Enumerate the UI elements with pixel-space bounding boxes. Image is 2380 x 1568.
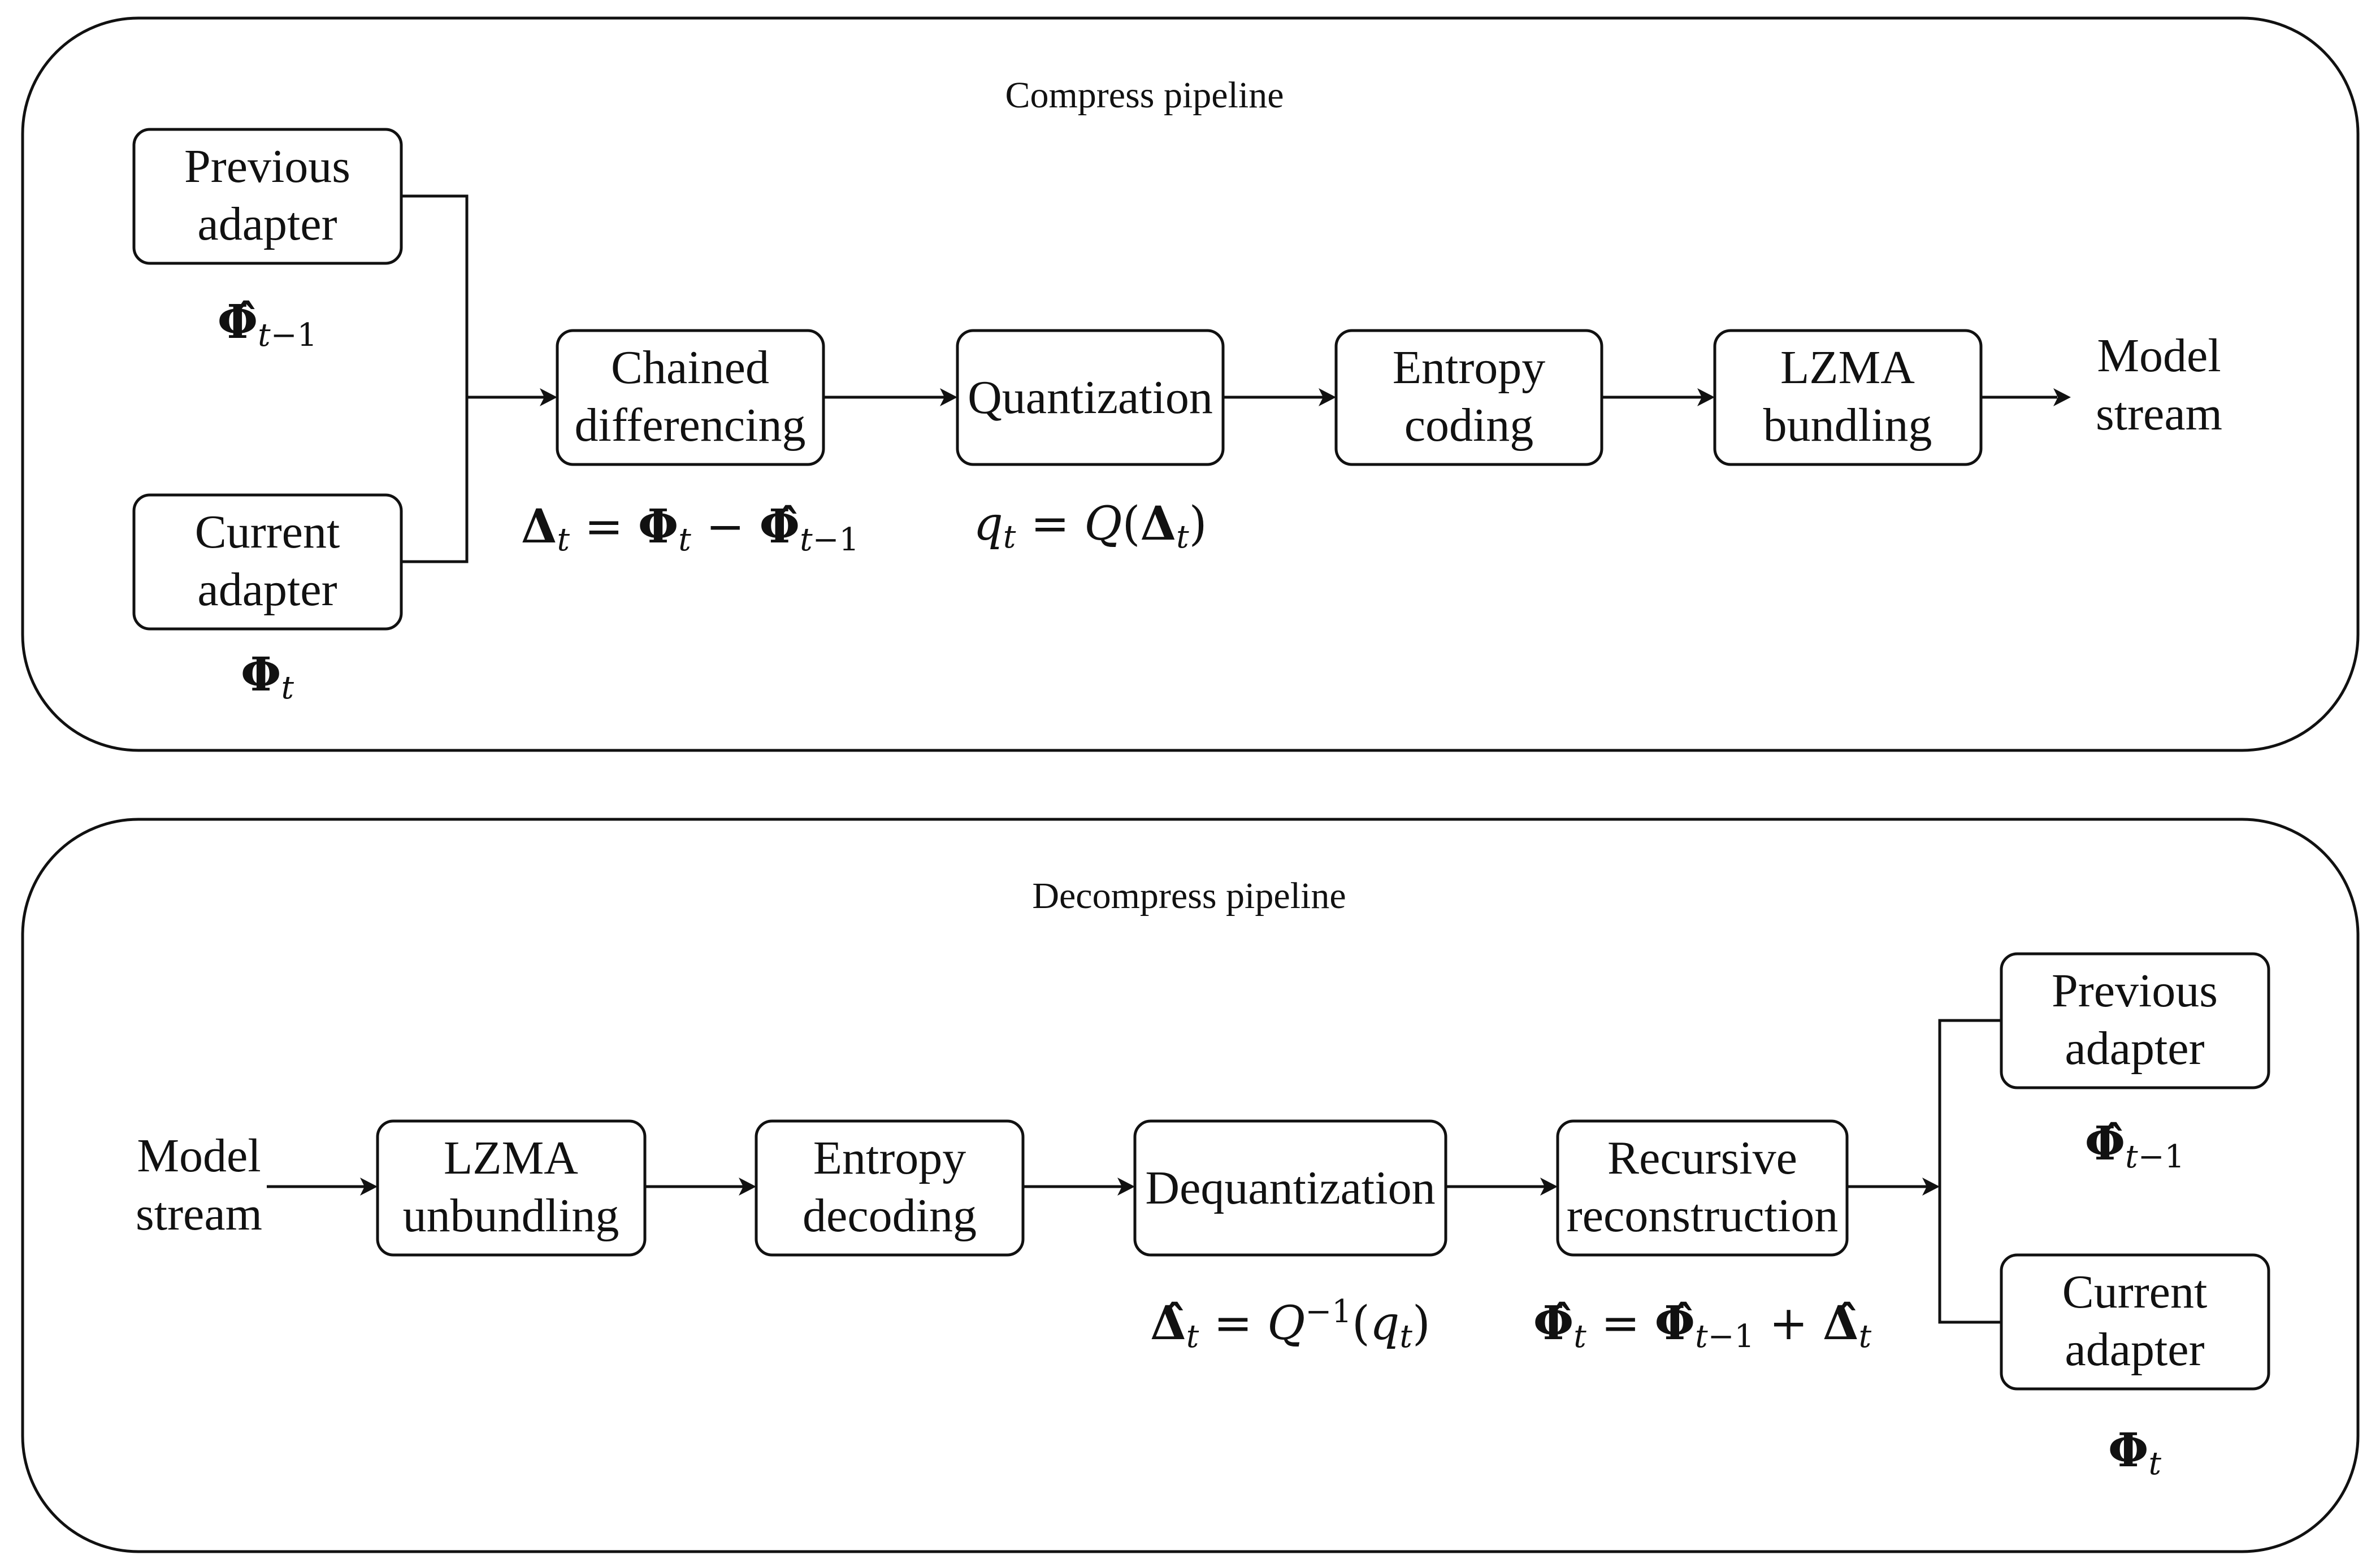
arrowhead	[360, 1178, 378, 1196]
node-entropy-coding: Entropy coding	[1334, 329, 1603, 466]
node-box	[132, 128, 403, 265]
formula-curr-adapter-out: Φt	[2108, 1423, 2161, 1482]
curr-adapter-connector	[401, 397, 469, 563]
node-chained-differencing: Chained differencing	[556, 329, 825, 466]
node-box	[956, 329, 1225, 466]
arrowhead	[940, 388, 957, 406]
node-box	[1133, 1119, 1447, 1257]
node-label-line1: Previous	[184, 140, 350, 193]
formula-recon: Φ̂t = Φ̂t−1 + Δ̂t	[1533, 1296, 1872, 1355]
node-label-line1: Current	[195, 506, 340, 558]
node-label-line2: coding	[1404, 399, 1534, 451]
arrowhead	[540, 388, 557, 406]
node-label-line1: Recursive	[1607, 1132, 1797, 1184]
output-split-connector	[1938, 1019, 2001, 1324]
node-previous-adapter-out: Previous adapter	[2000, 952, 2270, 1089]
node-label-line1: Entropy	[1393, 341, 1546, 394]
node-label-line2: reconstruction	[1567, 1189, 1839, 1242]
arrowhead	[1697, 388, 1715, 406]
formula-curr-adapter: Φt	[241, 648, 294, 706]
node-quantization: Quantization	[956, 329, 1225, 466]
node-entropy-decoding: Entropy decoding	[755, 1119, 1025, 1257]
node-label-line1: Model	[2097, 329, 2221, 382]
arrowhead	[2053, 388, 2071, 406]
node-label-line2: differencing	[575, 399, 806, 451]
node-lzma-bundling: LZMA bundling	[1713, 329, 1983, 466]
node-dequantization: Dequantization	[1133, 1119, 1447, 1257]
node-label-line2: adapter	[197, 563, 337, 616]
node-label-line1: Previous	[2052, 965, 2218, 1017]
compress-panel: Compress pipeline Previous adapter Φ̂t−1…	[21, 16, 2360, 752]
node-label-line1: Current	[2062, 1266, 2208, 1318]
node-label-line1: LZMA	[444, 1132, 578, 1184]
formula-prev-adapter: Φ̂t−1	[218, 295, 318, 354]
formula-dequant: Δ̂t = Q−1(qt)	[1150, 1293, 1430, 1355]
node-model-stream-out: Model stream	[2096, 329, 2222, 440]
arrowhead	[739, 1178, 756, 1196]
node-label-line1: Quantization	[968, 371, 1213, 424]
prev-adapter-connector	[401, 194, 469, 397]
node-current-adapter: Current adapter	[132, 493, 403, 631]
node-box	[1713, 329, 1983, 466]
node-label-line1: Model	[137, 1130, 261, 1182]
formula-prev-adapter-out: Φ̂t−1	[2085, 1117, 2185, 1175]
node-label-line1: Dequantization	[1145, 1162, 1435, 1214]
arrowhead	[1540, 1178, 1558, 1196]
node-box	[1334, 329, 1603, 466]
formula-quant: qt = Q(Δt)	[973, 497, 1207, 555]
decompress-panel: Decompress pipeline Model stream LZMA un…	[21, 818, 2360, 1553]
node-label-line2: unbundling	[403, 1189, 619, 1242]
decompress-title: Decompress pipeline	[1032, 875, 1346, 917]
node-previous-adapter: Previous adapter	[132, 128, 403, 265]
node-label-line2: adapter	[2065, 1022, 2204, 1075]
node-label-line2: adapter	[2065, 1323, 2204, 1376]
arrowhead	[1922, 1178, 1940, 1196]
node-box	[2000, 952, 2270, 1089]
node-box	[1556, 1119, 1849, 1257]
node-label-line1: LZMA	[1780, 341, 1915, 394]
node-label-line2: stream	[2096, 388, 2222, 440]
node-recursive-reconstruction: Recursive reconstruction	[1556, 1119, 1849, 1257]
node-model-stream-in: Model stream	[136, 1130, 262, 1240]
node-box	[556, 329, 825, 466]
node-box	[132, 493, 403, 631]
node-label-line2: bundling	[1763, 399, 1932, 451]
node-label-line1: Chained	[611, 341, 769, 394]
node-label-line2: decoding	[803, 1189, 977, 1242]
node-box	[755, 1119, 1025, 1257]
node-label-line2: stream	[136, 1188, 262, 1240]
node-box	[2000, 1253, 2270, 1391]
node-box	[376, 1119, 647, 1257]
arrowhead	[1117, 1178, 1135, 1196]
compress-title: Compress pipeline	[1005, 75, 1284, 116]
node-label-line2: adapter	[197, 198, 337, 250]
formula-delta: Δt = Φt − Φ̂t−1	[521, 499, 859, 558]
node-lzma-unbundling: LZMA unbundling	[376, 1119, 647, 1257]
node-label-line1: Entropy	[813, 1132, 966, 1184]
arrowhead	[1319, 388, 1336, 406]
node-current-adapter-out: Current adapter	[2000, 1253, 2270, 1391]
